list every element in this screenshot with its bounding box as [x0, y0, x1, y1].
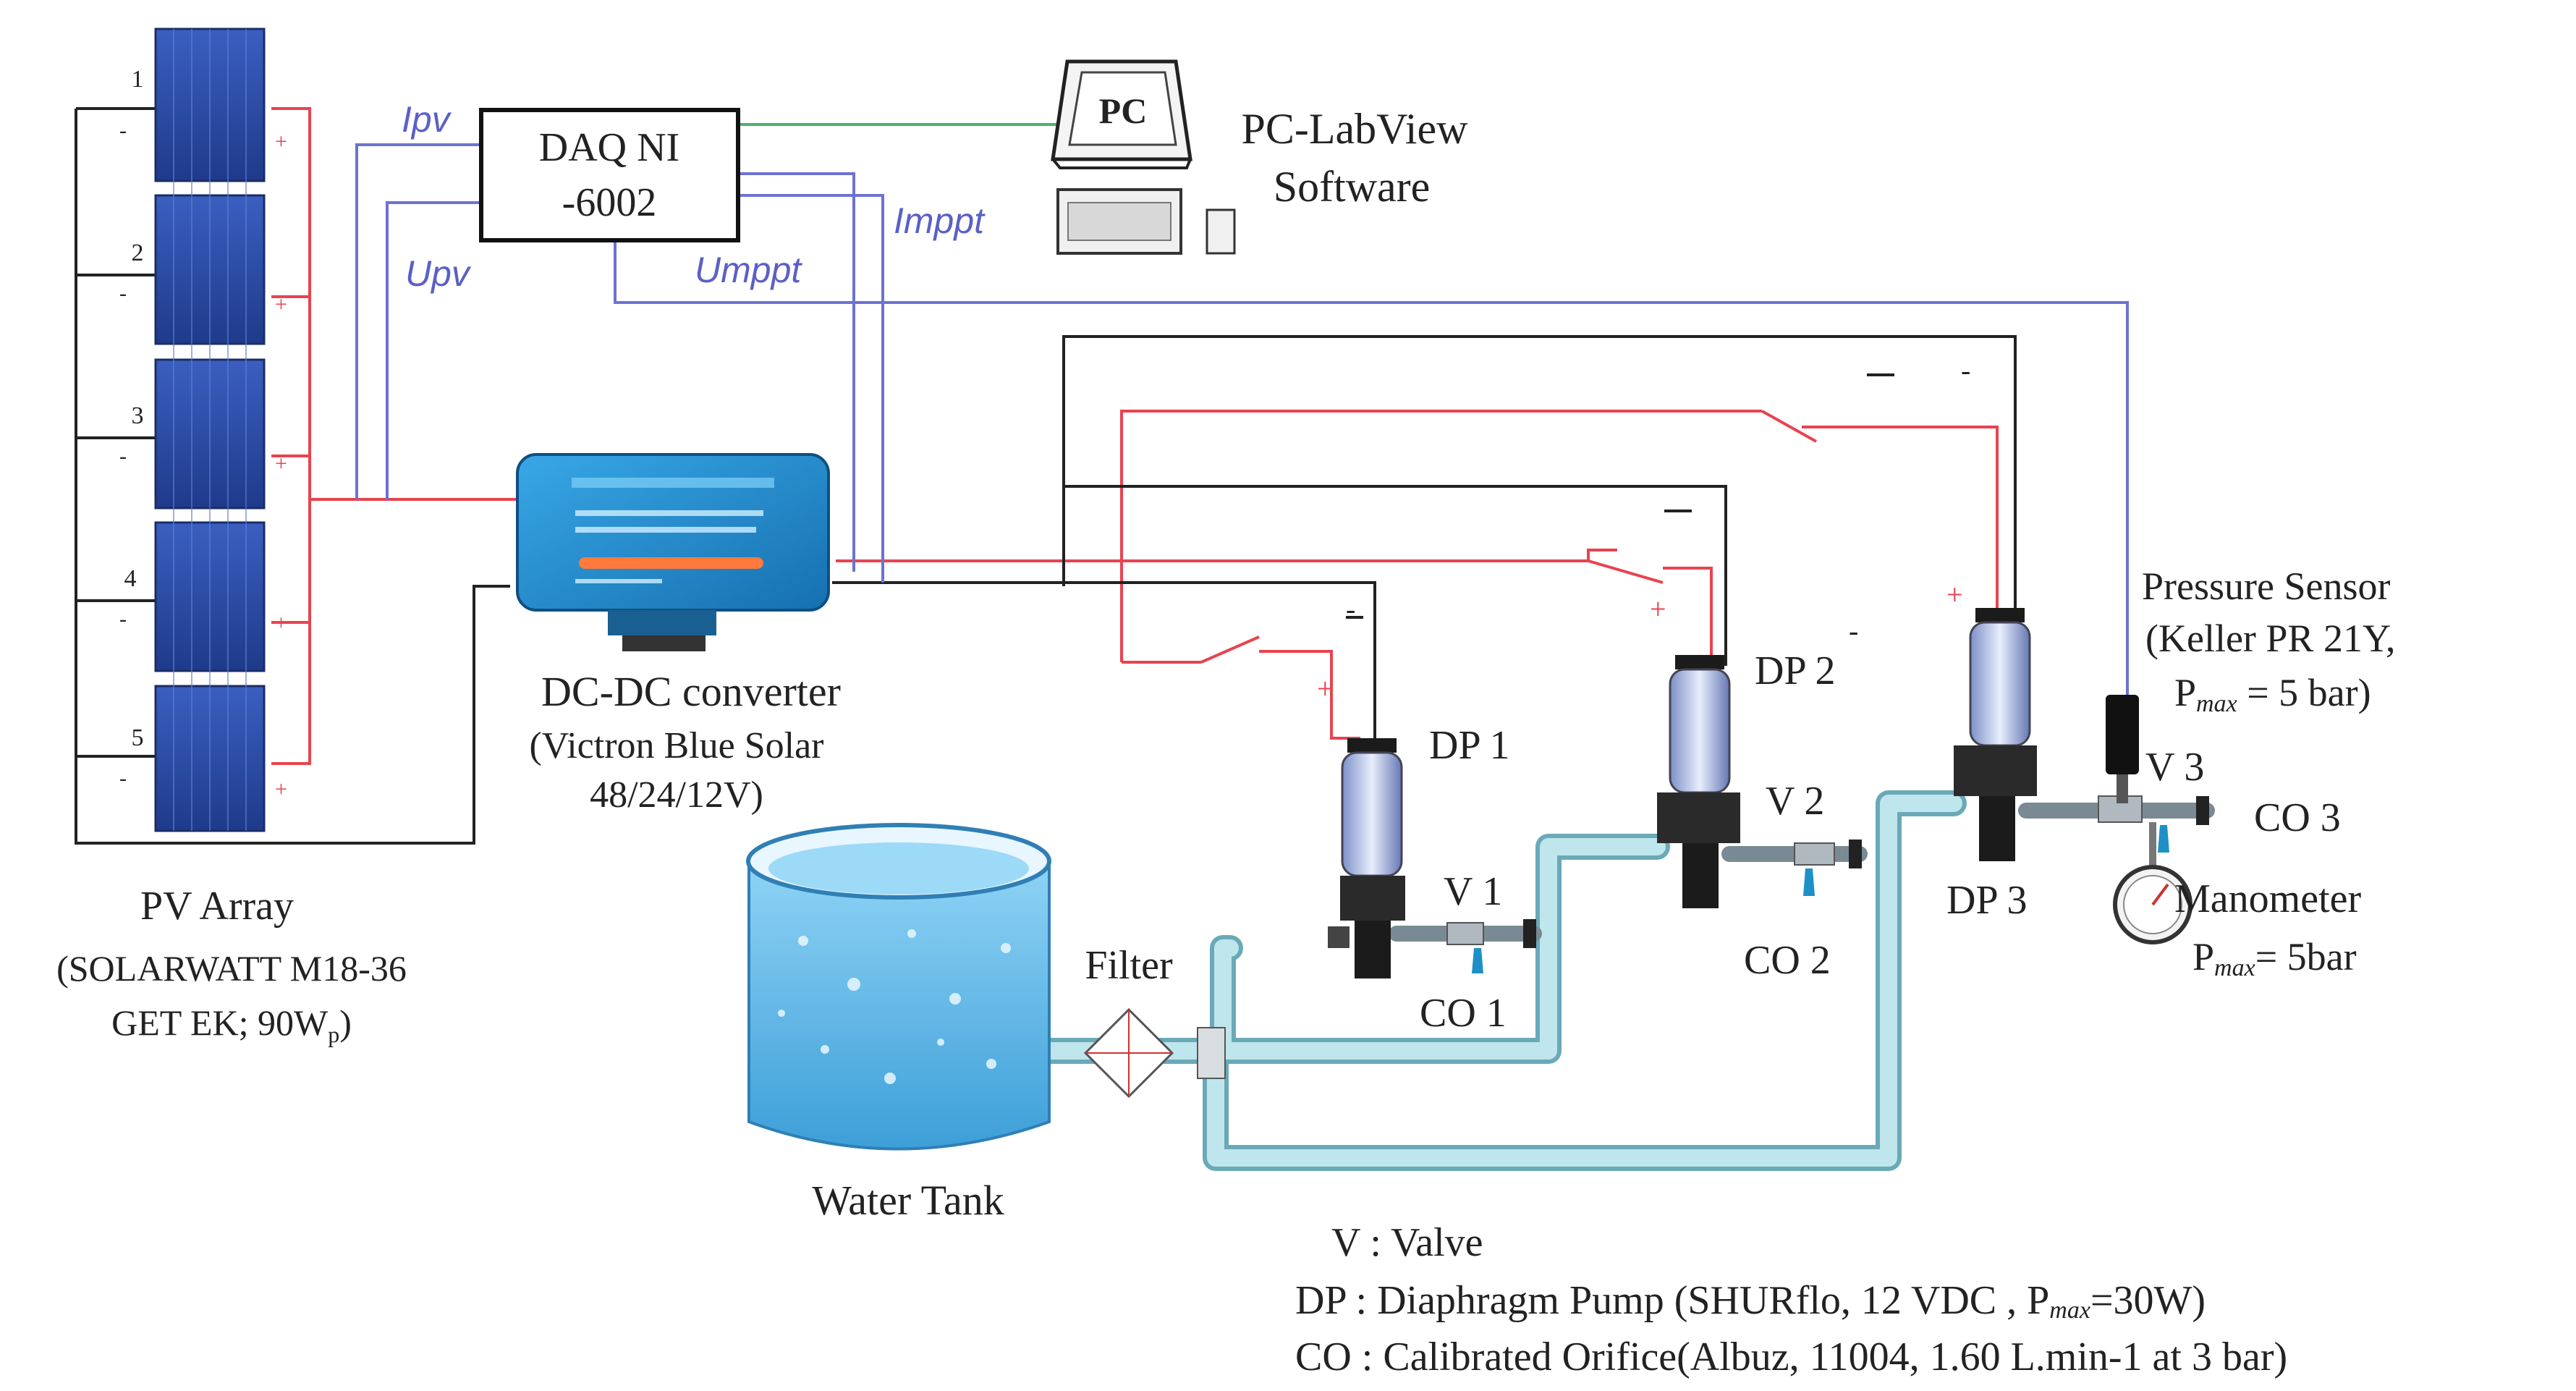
panel-number-5: 5 — [132, 724, 144, 751]
orifice-3-label: CO 3 — [2254, 795, 2341, 840]
daq-box — [479, 108, 740, 242]
pv-array-model-line1: (SOLARWATT M18-36 — [56, 948, 407, 989]
svg-text:+: + — [1946, 578, 1963, 611]
signal-ipv: Ipv — [402, 99, 452, 140]
diaphragm-pump-3 — [1954, 608, 2037, 861]
svg-text:-: - — [1849, 614, 1858, 647]
pressure-sensor-line3: Pmax = 5 bar) — [2174, 671, 2371, 717]
panel-number-2: 2 — [132, 240, 144, 266]
daq-label-line2: -6002 — [562, 180, 657, 225]
svg-text:+: + — [275, 452, 287, 475]
svg-text:-: - — [1346, 593, 1355, 625]
filter — [1083, 1007, 1226, 1099]
valve-2 — [1794, 840, 1862, 868]
pressure-sensor — [2106, 695, 2139, 803]
orifice-1-label: CO 1 — [1420, 991, 1507, 1036]
manometer-label: Manometer — [2174, 876, 2361, 921]
svg-text:-: - — [119, 444, 127, 468]
valve-2-label: V 2 — [1766, 779, 1824, 824]
panel-number-3: 3 — [132, 402, 144, 429]
pump-1-label: DP 1 — [1429, 723, 1510, 768]
legend-valve: V : Valve — [1331, 1220, 1483, 1265]
panel-number-4: 4 — [124, 565, 137, 592]
pc-keyboard — [1056, 188, 1236, 255]
svg-text:+: + — [1317, 672, 1334, 705]
svg-text:-: - — [119, 766, 127, 790]
svg-text:-: - — [1679, 491, 1688, 524]
orifice-2-label: CO 2 — [1744, 938, 1831, 983]
pump-2-label: DP 2 — [1755, 648, 1836, 693]
pump-polarity: - + - + - - + — [1317, 354, 1970, 705]
svg-text:+: + — [275, 611, 287, 635]
pressure-sensor-line1: Pressure Sensor — [2142, 565, 2390, 608]
signal-wires — [355, 143, 2129, 695]
svg-text:-: - — [119, 119, 127, 143]
panel-number-1: 1 — [132, 66, 144, 93]
manometer-gauge — [2113, 822, 2192, 944]
pv-array — [154, 28, 266, 832]
pressure-sensor-line2: (Keller PR 21Y, — [2145, 617, 2396, 660]
dc-dc-converter — [516, 453, 830, 651]
pc-screen-label: PC — [1099, 90, 1148, 131]
water-tank-label: Water Tank — [812, 1177, 1004, 1224]
pc-monitor — [1051, 59, 1192, 169]
pc-label-line1: PC-LabView — [1241, 105, 1468, 153]
svg-text:+: + — [275, 130, 287, 153]
svg-text:-: - — [119, 607, 127, 631]
pv-array-title: PV Array — [140, 884, 294, 929]
valve-1-label: V 1 — [1444, 869, 1502, 914]
negative-wires — [75, 107, 2017, 845]
converter-model-line2: 48/24/12V) — [590, 774, 763, 816]
svg-text:-: - — [1961, 354, 1970, 386]
signal-upv: Upv — [405, 253, 472, 294]
signal-umppt: Umppt — [695, 250, 802, 290]
panel-polarity: - - - - - + + + + + — [119, 119, 287, 801]
svg-text:+: + — [275, 777, 287, 801]
legend-orifice: CO : Calibrated Orifice(Albuz, 11004, 1.… — [1295, 1335, 2287, 1379]
signal-imppt: Imppt — [894, 200, 986, 241]
legend: V : Valve DP : Diaphragm Pump (SHURflo, … — [1295, 1220, 2287, 1379]
pv-array-model-line2: GET EK; 90Wp) — [111, 1002, 352, 1047]
orifice-sprays — [1472, 825, 2169, 973]
daq-label-line1: DAQ NI — [539, 125, 679, 170]
svg-text:-: - — [119, 282, 127, 305]
positive-wires — [271, 107, 1999, 765]
valve-1 — [1446, 919, 1536, 948]
pump-3-label: DP 3 — [1946, 878, 2028, 923]
filter-label: Filter — [1085, 943, 1173, 988]
manometer-pmax: Pmax= 5bar — [2192, 935, 2357, 981]
converter-model-line1: (Victron Blue Solar — [529, 725, 823, 766]
water-tank — [746, 823, 1051, 1151]
switches — [1200, 410, 1817, 664]
pc-label-line2: Software — [1274, 163, 1431, 211]
legend-pump: DP : Diaphragm Pump (SHURflo, 12 VDC , P… — [1295, 1278, 2206, 1324]
diaphragm-pump-1 — [1328, 738, 1405, 978]
diaphragm-pump-2 — [1657, 655, 1740, 908]
water-pipes — [1033, 790, 2215, 1171]
svg-text:+: + — [1650, 593, 1666, 625]
valve-3-label: V 3 — [2145, 745, 2204, 790]
svg-text:+: + — [275, 292, 287, 316]
converter-title: DC-DC converter — [541, 668, 841, 715]
